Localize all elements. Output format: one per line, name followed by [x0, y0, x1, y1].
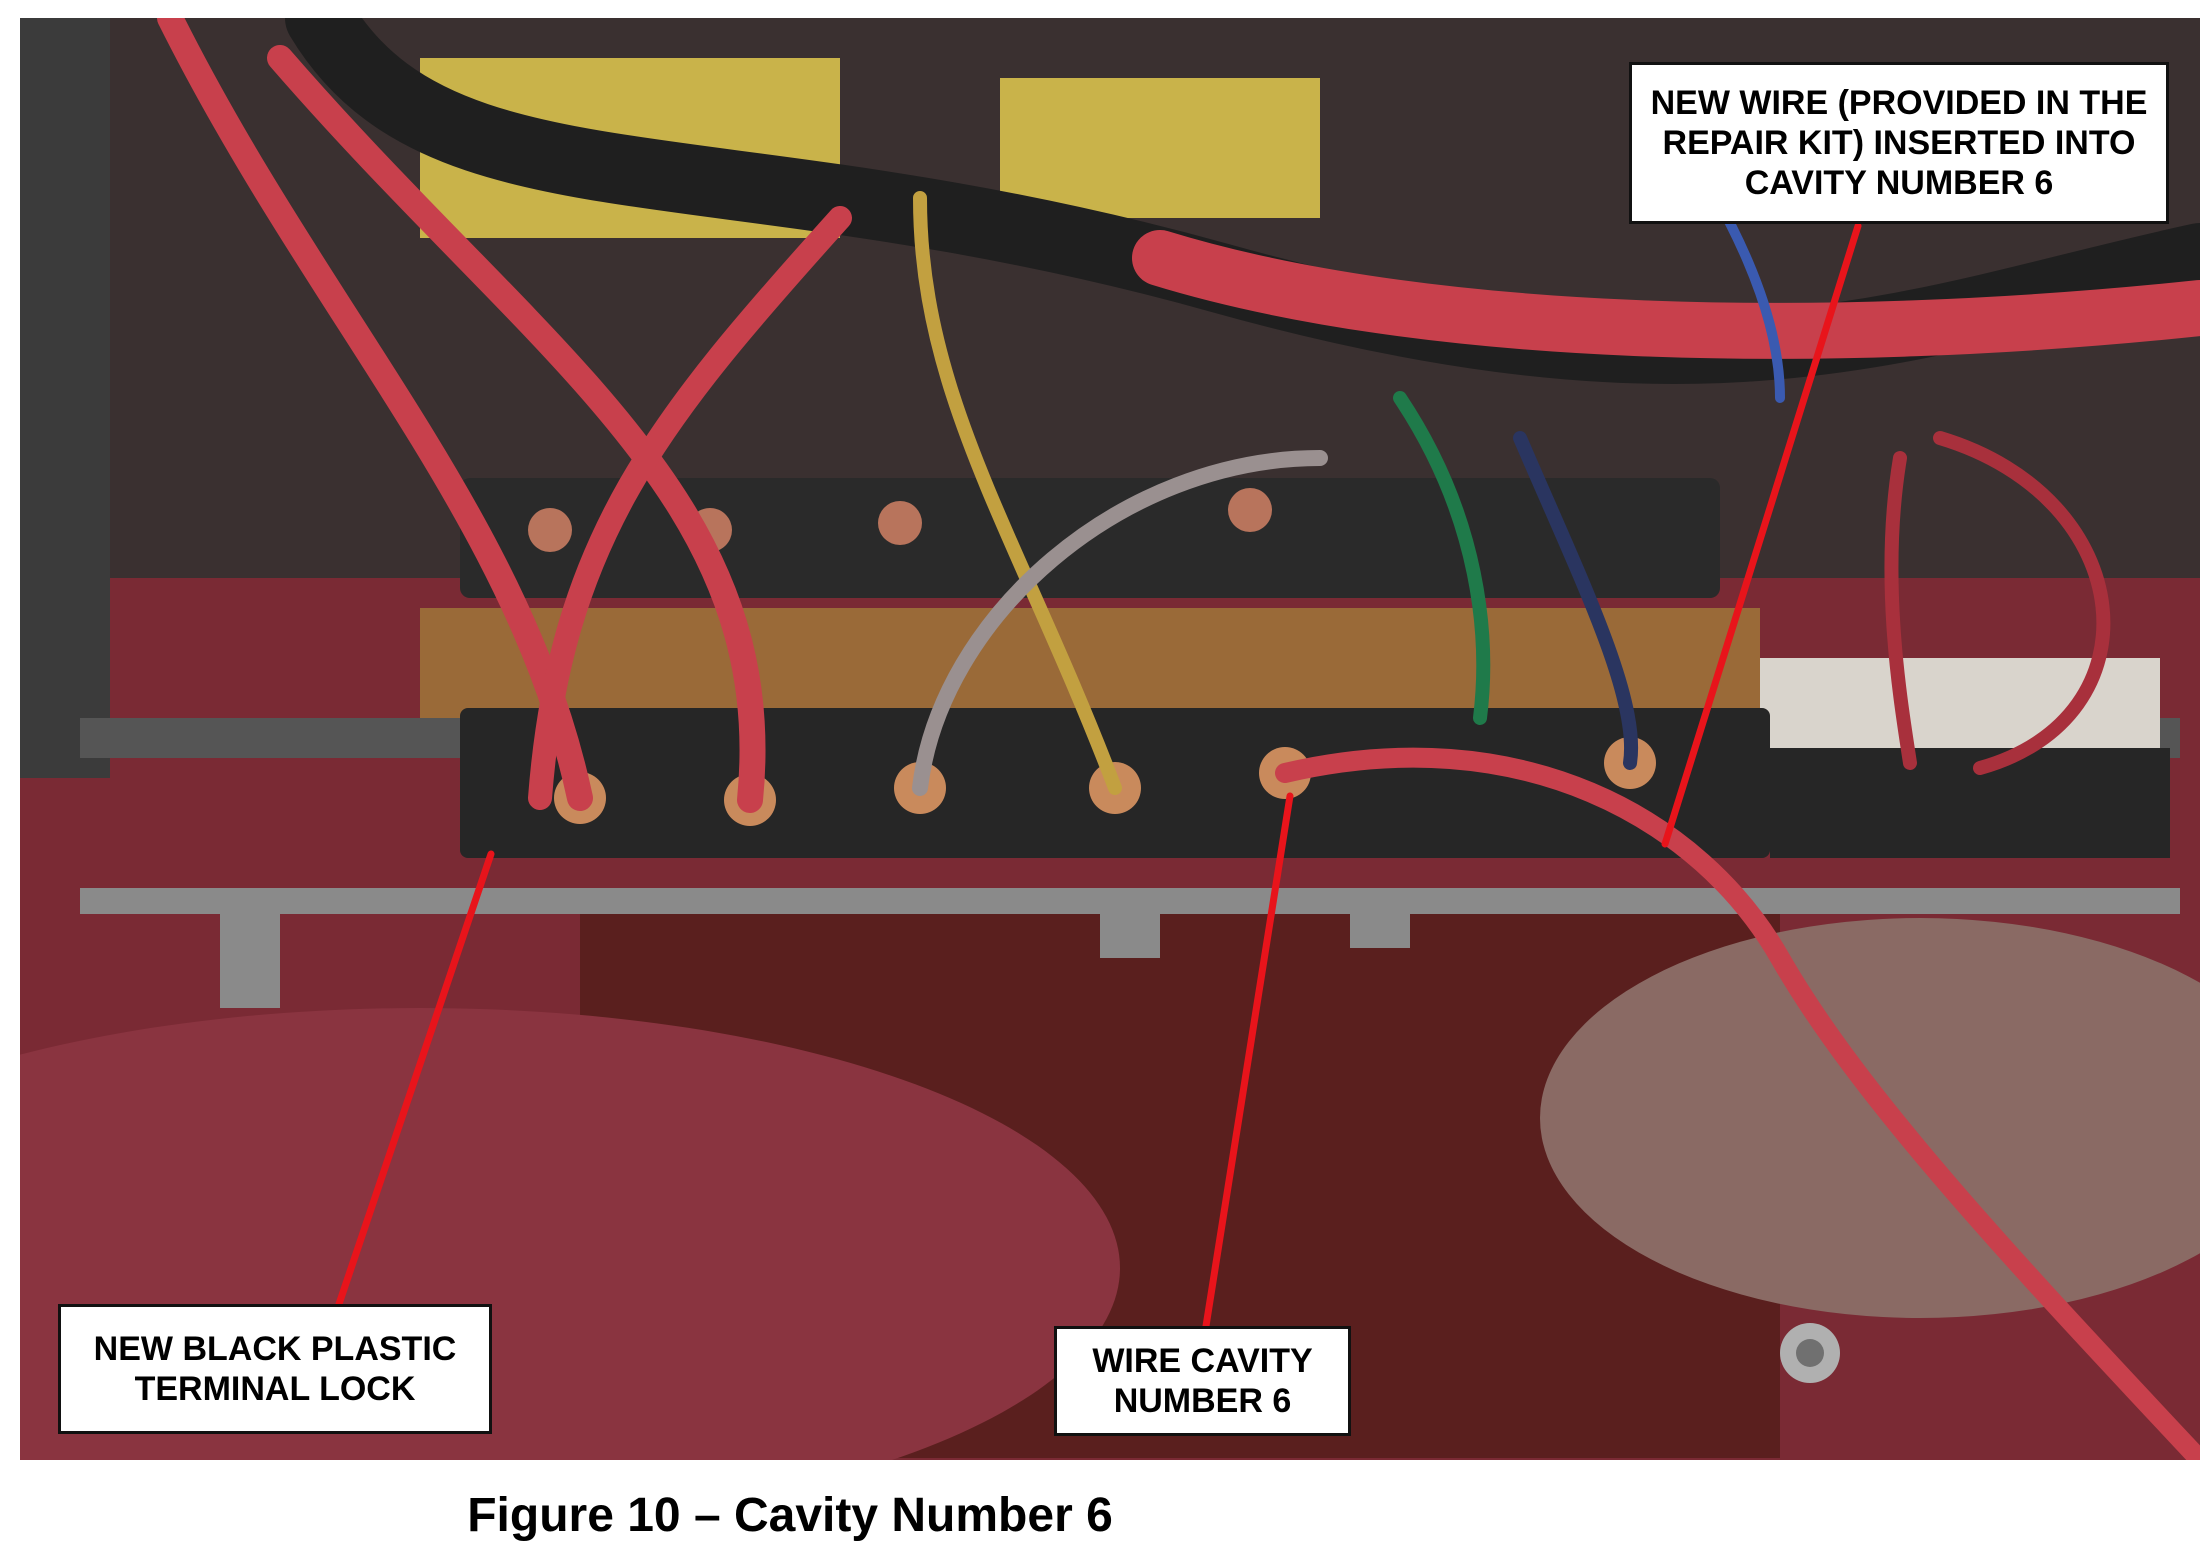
photo-illustration: [20, 18, 2200, 1460]
callout-new-wire: NEW WIRE (PROVIDED IN THE REPAIR KIT) IN…: [1629, 62, 2169, 224]
figure-caption: Figure 10 – Cavity Number 6: [467, 1489, 1113, 1542]
callout-wire-cavity: WIRE CAVITY NUMBER 6: [1054, 1326, 1351, 1436]
callout-terminal-lock: NEW BLACK PLASTIC TERMINAL LOCK: [58, 1304, 492, 1434]
photo: [20, 18, 2200, 1460]
